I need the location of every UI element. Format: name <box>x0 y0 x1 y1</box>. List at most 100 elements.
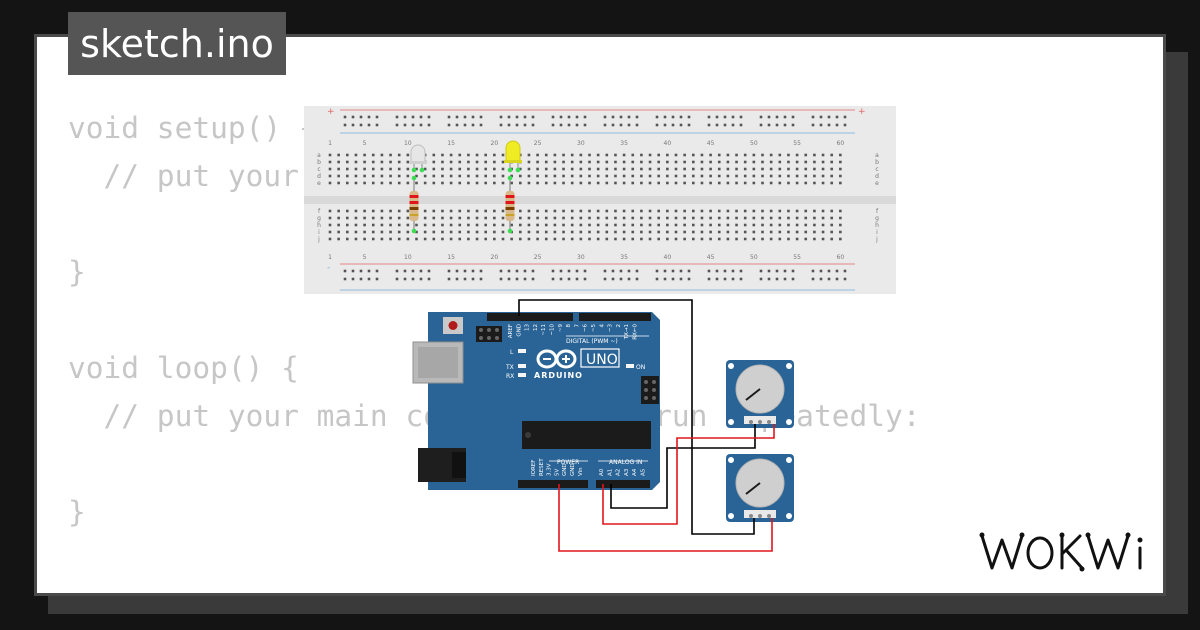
led-2[interactable] <box>504 140 522 173</box>
file-tab[interactable]: sketch.ino <box>68 12 286 75</box>
column-number: 15 <box>447 140 455 147</box>
led-tx-label: TX <box>505 364 514 371</box>
code-line: } <box>68 495 86 529</box>
resistor-2[interactable] <box>505 175 515 234</box>
column-number: 40 <box>664 254 672 261</box>
row-letter: f <box>318 208 321 215</box>
reset-button-cap[interactable] <box>448 321 458 330</box>
wire-a0-to-pot1 <box>610 424 756 509</box>
pin-label: IOREF <box>531 460 537 476</box>
row-letter: e <box>317 180 321 187</box>
column-number: 1 <box>328 140 332 147</box>
pin-label: 12 <box>533 324 539 331</box>
power-label: POWER <box>557 459 579 466</box>
column-number: 5 <box>363 140 367 147</box>
column-number: 50 <box>750 254 758 261</box>
rail-plus-label: + <box>327 107 335 117</box>
column-number: 20 <box>491 140 499 147</box>
pin-label: A2 <box>616 469 622 476</box>
column-number: 45 <box>707 140 715 147</box>
pin-label: Vin <box>578 467 584 476</box>
microcontroller-chip <box>522 421 651 449</box>
wires[interactable] <box>518 299 775 552</box>
column-number: 30 <box>577 254 585 261</box>
row-letter: d <box>875 173 879 180</box>
row-letter: b <box>875 159 879 166</box>
column-number: 25 <box>534 254 542 261</box>
pin-label: RESET <box>539 458 545 476</box>
board-logo-text: ARDUINO <box>534 371 583 380</box>
row-letter: i <box>876 229 878 236</box>
column-number: 10 <box>404 254 412 261</box>
row-letter: j <box>875 236 878 243</box>
column-number: 60 <box>837 140 845 147</box>
board-model: UNO <box>586 352 618 368</box>
row-letter: b <box>317 159 321 166</box>
digital-label: DIGITAL (PWM ~) <box>566 338 618 345</box>
pin-label: A5 <box>641 468 647 476</box>
icsp-header <box>476 326 502 342</box>
pin-label: A0 <box>599 468 605 476</box>
potentiometer-2[interactable] <box>726 454 794 522</box>
column-number: 25 <box>534 140 542 147</box>
header-analog <box>596 480 650 488</box>
row-letter: h <box>317 222 321 229</box>
pin-label: AREF <box>508 324 514 338</box>
rail-minus-label: - <box>327 263 330 273</box>
row-letter: a <box>875 152 879 159</box>
column-number: 30 <box>577 140 585 147</box>
header-top-right <box>579 313 651 321</box>
breadboard-holes <box>328 115 847 281</box>
pin-label: 7 <box>574 324 580 328</box>
column-number: 45 <box>707 254 715 261</box>
code-line: } <box>68 255 86 289</box>
header-power <box>518 480 588 488</box>
code-line: void loop() { <box>68 351 299 385</box>
wokwi-logo <box>979 532 1143 572</box>
column-number: 35 <box>620 140 628 147</box>
row-letter: i <box>318 229 320 236</box>
pin-label: 8 <box>566 324 572 328</box>
wire-gnd-to-pot <box>518 299 755 535</box>
icsp-header-2 <box>641 376 659 404</box>
row-letter: e <box>875 180 879 187</box>
analog-label: ANALOG IN <box>609 459 642 466</box>
column-number: 55 <box>793 254 801 261</box>
wire-5v-to-pot <box>558 484 773 552</box>
wire-a1-to-pot2 <box>602 424 775 525</box>
resistor-1[interactable] <box>409 175 419 234</box>
column-number: 55 <box>793 140 801 147</box>
pin-label: GND <box>570 463 576 476</box>
pin-label: ~3 <box>608 324 614 333</box>
led-l-label: L <box>510 349 514 356</box>
potentiometer-1[interactable] <box>726 360 794 428</box>
pin-label: ~9 <box>558 324 564 333</box>
column-number: 1 <box>328 254 332 261</box>
led-tx <box>518 364 526 368</box>
row-letter: g <box>317 215 321 222</box>
pin-label: GND <box>516 324 522 337</box>
led-on-label: ON <box>636 364 645 371</box>
column-number: 20 <box>491 254 499 261</box>
row-letter: f <box>876 208 879 215</box>
pin-label: GND <box>562 463 568 476</box>
power-jack-inner <box>452 452 466 478</box>
pin-label: A4 <box>632 468 638 476</box>
led-1[interactable] <box>409 144 427 173</box>
pin-label: ~10 <box>550 324 556 336</box>
row-letter: c <box>875 166 878 173</box>
row-letter: d <box>317 173 321 180</box>
pin-label: A3 <box>624 468 630 476</box>
pin-label: 13 <box>525 324 531 331</box>
pin-label: RX←0 <box>633 324 639 340</box>
row-letter: j <box>317 236 320 243</box>
file-tab-title: sketch.ino <box>80 21 274 66</box>
